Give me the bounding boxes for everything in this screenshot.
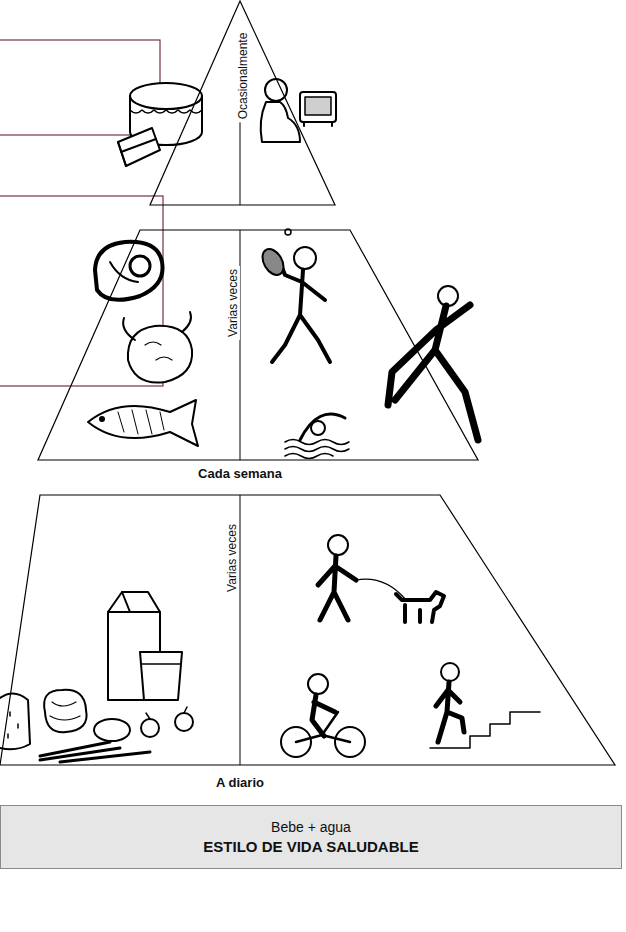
tennis-player-icon [258,229,330,362]
chicken-icon [123,312,192,383]
band-title: ESTILO DE VIDA SALUDABLE [203,837,418,857]
band-note: Bebe + agua [271,817,351,837]
tier-heading: A diario [216,775,264,791]
stairs-child-icon [430,663,540,748]
cake-icon [118,83,202,166]
meat-icon [95,242,163,300]
tier-divider [240,230,241,460]
tier-edge [150,1,335,205]
walker-dog-icon [318,535,444,622]
pyramid-tier: Varias veces A diario [0,493,626,793]
frequency-label: Varias veces [226,266,240,340]
pyramid-tier: Varias vecesCada semana [30,228,490,490]
vegetables-icon [40,690,193,762]
tier-divider [240,495,241,765]
tier-edge [0,495,615,765]
tier-edge [38,230,478,460]
fish-icon [88,400,198,446]
child-tv-icon [261,79,336,142]
pyramid-tier: Ocasionalmente [150,0,340,210]
bike-child-icon [281,674,365,757]
lifestyle-band: Bebe + aguaESTILO DE VIDA SALUDABLE [0,805,622,869]
yoga-person-icon [388,286,478,440]
frequency-label: Ocasionalmente [236,30,250,123]
frequency-label: Varias veces [225,521,239,595]
tier-outline [30,228,490,490]
tier-outline [0,493,626,793]
bread-icon [0,693,30,749]
swimmer-icon [285,414,349,458]
tier-heading: Cada semana [198,466,282,482]
milk-icon [108,592,182,700]
